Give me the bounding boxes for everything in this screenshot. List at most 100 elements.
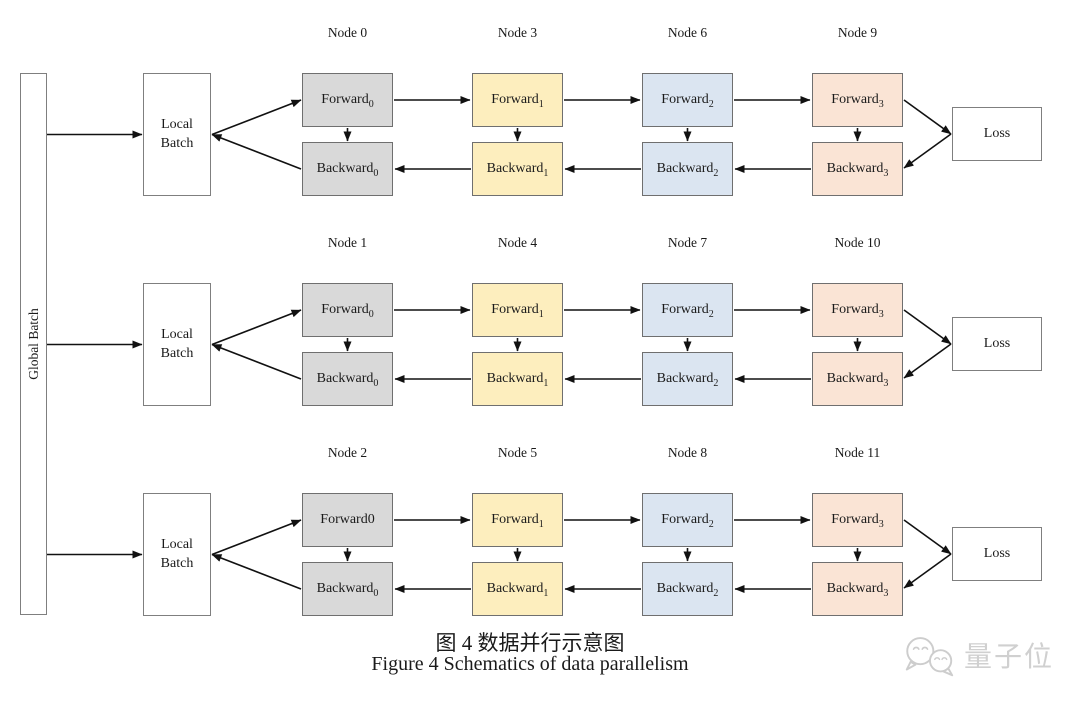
arrow-local-to-forward0-r0 bbox=[211, 99, 302, 136]
stage-label-subscript: 3 bbox=[878, 98, 884, 110]
node-label: Node 3 bbox=[497, 25, 538, 40]
forward-box: Forward3 bbox=[812, 283, 903, 337]
arrow-loss-to-backward3-r1 bbox=[903, 343, 952, 379]
stage-label-text: Forward bbox=[491, 511, 539, 527]
forward-box: Forward1 bbox=[472, 73, 563, 127]
stage-label-subscript: 1 bbox=[538, 518, 544, 530]
local-batch-label-line2: Batch bbox=[160, 135, 194, 151]
stage-label-text: Forward bbox=[321, 91, 369, 107]
stage-label-text: Backward bbox=[316, 580, 374, 596]
stage-label-subscript: 1 bbox=[543, 377, 549, 389]
backward-box: Backward2 bbox=[642, 352, 733, 406]
node-label: Node 0 bbox=[327, 25, 368, 40]
node-label: Node 9 bbox=[837, 25, 878, 40]
arrow-loss-to-backward3-r2 bbox=[903, 553, 952, 589]
local-batch-label-line2: Batch bbox=[160, 555, 194, 571]
local-batch-label-line2: Batch bbox=[160, 345, 194, 361]
stage-label-subscript: 1 bbox=[538, 308, 544, 320]
stage-label-subscript: 1 bbox=[538, 98, 544, 110]
stage-label-subscript: 2 bbox=[708, 308, 714, 320]
stage-label-subscript: 0 bbox=[373, 587, 379, 599]
backward-box: Backward3 bbox=[812, 562, 903, 616]
arrow-backward0-to-local-r1 bbox=[211, 343, 302, 380]
stage-label-text: Backward bbox=[656, 160, 714, 176]
node-label: Node 6 bbox=[667, 25, 708, 40]
stage-label-subscript: 3 bbox=[878, 518, 884, 530]
node-label: Node 8 bbox=[667, 445, 708, 460]
stage-label-text: Backward bbox=[826, 370, 884, 386]
stage-label-subscript: 3 bbox=[883, 587, 889, 599]
backward-box: Backward0 bbox=[302, 142, 393, 196]
forward-box: Forward0 bbox=[302, 493, 393, 547]
backward-box: Backward0 bbox=[302, 352, 393, 406]
stage-label-subscript: 2 bbox=[708, 98, 714, 110]
backward-box: Backward1 bbox=[472, 142, 563, 196]
backward-box: Backward2 bbox=[642, 562, 733, 616]
stage-label-text: Backward bbox=[826, 580, 884, 596]
forward-box: Forward1 bbox=[472, 493, 563, 547]
stage-label-text: Forward bbox=[491, 301, 539, 317]
arrow-forward3-to-loss-r0 bbox=[903, 99, 952, 135]
stage-label-subscript: 1 bbox=[543, 587, 549, 599]
forward-box: Forward2 bbox=[642, 493, 733, 547]
node-label: Node 4 bbox=[497, 235, 538, 250]
stage-label-text: Forward0 bbox=[320, 511, 375, 527]
backward-box: Backward2 bbox=[642, 142, 733, 196]
stage-label-text: Backward bbox=[486, 580, 544, 596]
arrow-backward0-to-local-r0 bbox=[211, 133, 302, 170]
stage-label-text: Backward bbox=[486, 370, 544, 386]
local-batch-label-line1: Local bbox=[161, 536, 193, 552]
stage-label-subscript: 0 bbox=[368, 308, 374, 320]
global-batch-box: Global Batch bbox=[20, 73, 47, 615]
arrow-local-to-forward0-r1 bbox=[211, 309, 302, 346]
stage-label-text: Forward bbox=[661, 91, 709, 107]
figure-caption-zh: 图 4 数据并行示意图 bbox=[435, 631, 625, 655]
stage-label-subscript: 2 bbox=[713, 377, 719, 389]
loss-label: Loss bbox=[983, 125, 1011, 141]
loss-label: Loss bbox=[983, 335, 1011, 351]
forward-box: Forward2 bbox=[642, 73, 733, 127]
forward-box: Forward2 bbox=[642, 283, 733, 337]
stage-label-text: Backward bbox=[826, 160, 884, 176]
arrow-loss-to-backward3-r0 bbox=[903, 133, 952, 169]
forward-box: Forward0 bbox=[302, 73, 393, 127]
global-batch-label: Global Batch bbox=[25, 308, 41, 380]
stage-label-text: Backward bbox=[316, 160, 374, 176]
node-label: Node 5 bbox=[497, 445, 538, 460]
backward-box: Backward3 bbox=[812, 142, 903, 196]
arrow-forward3-to-loss-r2 bbox=[903, 519, 952, 555]
stage-label-subscript: 1 bbox=[543, 167, 549, 179]
stage-label-text: Backward bbox=[656, 580, 714, 596]
stage-label-text: Backward bbox=[316, 370, 374, 386]
stage-label-subscript: 3 bbox=[883, 167, 889, 179]
forward-box: Forward0 bbox=[302, 283, 393, 337]
stage-label-subscript: 3 bbox=[878, 308, 884, 320]
loss-label: Loss bbox=[983, 545, 1011, 561]
stage-label-text: Forward bbox=[831, 91, 879, 107]
stage-label-text: Backward bbox=[486, 160, 544, 176]
arrow-local-to-forward0-r2 bbox=[211, 519, 302, 556]
node-label: Node 11 bbox=[834, 445, 881, 460]
forward-box: Forward3 bbox=[812, 493, 903, 547]
backward-box: Backward0 bbox=[302, 562, 393, 616]
stage-label-text: Forward bbox=[321, 301, 369, 317]
stage-label-text: Forward bbox=[491, 91, 539, 107]
stage-label-text: Forward bbox=[831, 301, 879, 317]
loss-box: Loss bbox=[952, 107, 1042, 161]
arrow-forward3-to-loss-r1 bbox=[903, 309, 952, 345]
forward-box: Forward1 bbox=[472, 283, 563, 337]
wechat-bubbles-icon bbox=[905, 637, 954, 677]
stage-label-subscript: 2 bbox=[708, 518, 714, 530]
stage-label-subscript: 0 bbox=[373, 377, 379, 389]
watermark-text: 量子位 bbox=[964, 641, 1055, 672]
stage-label-text: Backward bbox=[656, 370, 714, 386]
loss-box: Loss bbox=[952, 527, 1042, 581]
local-batch-label-line1: Local bbox=[161, 116, 193, 132]
node-label: Node 7 bbox=[667, 235, 708, 250]
stage-label-text: Forward bbox=[831, 511, 879, 527]
arrow-backward0-to-local-r2 bbox=[211, 553, 302, 590]
